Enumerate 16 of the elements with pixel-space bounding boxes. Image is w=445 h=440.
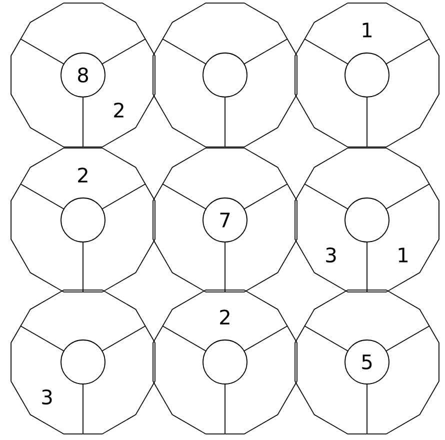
clue-number: 2 (78, 168, 88, 182)
dodecagon-cell (152, 148, 298, 292)
clue-number: 3 (42, 389, 52, 405)
clue-number: 2 (114, 102, 124, 118)
dodecagon-cell (152, 2, 298, 148)
center-circle (60, 198, 106, 242)
clue-number: 3 (326, 247, 336, 263)
clue-number: 1 (398, 248, 408, 262)
clue-number: 1 (362, 22, 372, 38)
center-circle (344, 198, 390, 242)
center-circle (202, 340, 248, 384)
center-circle (60, 340, 106, 384)
dodecagon-cell (294, 290, 440, 434)
center-circle (202, 52, 248, 98)
clue-number: 2 (220, 310, 230, 324)
center-circle (344, 52, 390, 98)
